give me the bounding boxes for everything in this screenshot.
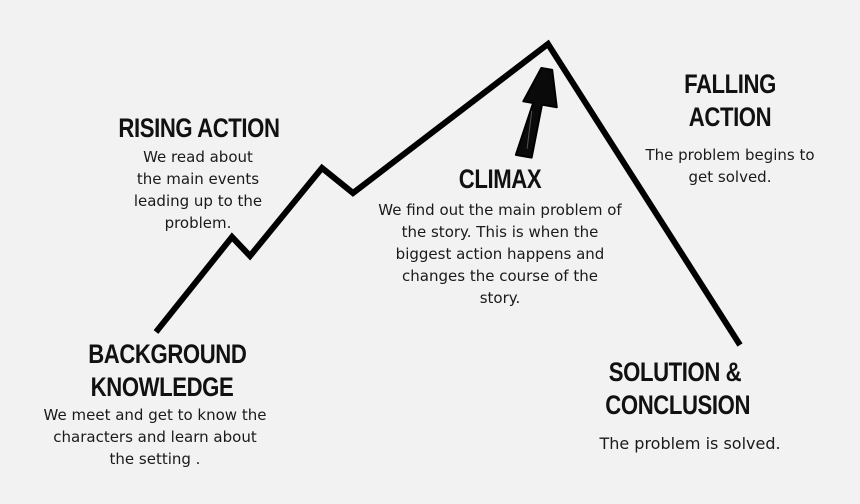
description-line: The problem begins to [645, 146, 815, 164]
description-line: characters and learn about [53, 428, 257, 446]
description-line: biggest action happens and [395, 245, 605, 263]
title-line: CONCLUSION [605, 390, 751, 420]
rising-action-description: We read about the main events leading up… [110, 146, 286, 234]
description-line: changes the course of the [402, 267, 598, 285]
description-line: story. [479, 289, 521, 307]
title-line: FALLING [684, 69, 776, 99]
title-line: SOLUTION & [608, 357, 742, 387]
description-line: the setting . [109, 450, 201, 468]
falling-action-description: The problem begins to get solved. [630, 144, 830, 188]
climax-description: We find out the main problem of the stor… [350, 199, 650, 309]
background-knowledge-title: BACKGROUND KNOWLEDGE [88, 338, 247, 404]
description-line: the story. This is when the [401, 223, 599, 241]
solution-conclusion-title: SOLUTION & CONCLUSION [605, 356, 751, 422]
title-line: ACTION [688, 102, 772, 132]
falling-action-title: FALLING ACTION [673, 68, 788, 134]
rising-action-title: RISING ACTION [118, 113, 280, 143]
description-line: We find out the main problem of [378, 201, 622, 219]
background-knowledge-description: We meet and get to know the characters a… [25, 404, 285, 470]
description-line: We read about [143, 148, 253, 166]
up-arrow-icon [514, 66, 558, 159]
description-line: leading up to the [133, 192, 263, 210]
climax-title: CLIMAX [458, 164, 542, 194]
description-line: The problem is solved. [599, 434, 781, 453]
solution-conclusion-description: The problem is solved. [575, 433, 805, 455]
description-line: problem. [164, 214, 232, 232]
title-line: BACKGROUND [88, 339, 247, 369]
description-line: the main events [136, 170, 260, 188]
description-line: We meet and get to know the [43, 406, 267, 424]
story-mountain-line [153, 39, 743, 347]
description-line: get solved. [688, 168, 772, 186]
title-line: KNOWLEDGE [90, 372, 234, 402]
